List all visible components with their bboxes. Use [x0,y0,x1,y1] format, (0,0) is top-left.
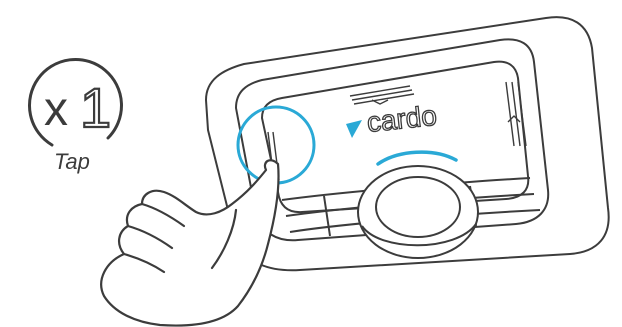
pointing-hand-icon [101,160,278,325]
badge-caption: Tap [54,149,90,174]
tap-count-badge: x 1 Tap [29,59,121,174]
badge-count: 1 [80,76,111,139]
badge-prefix: x [44,83,68,136]
